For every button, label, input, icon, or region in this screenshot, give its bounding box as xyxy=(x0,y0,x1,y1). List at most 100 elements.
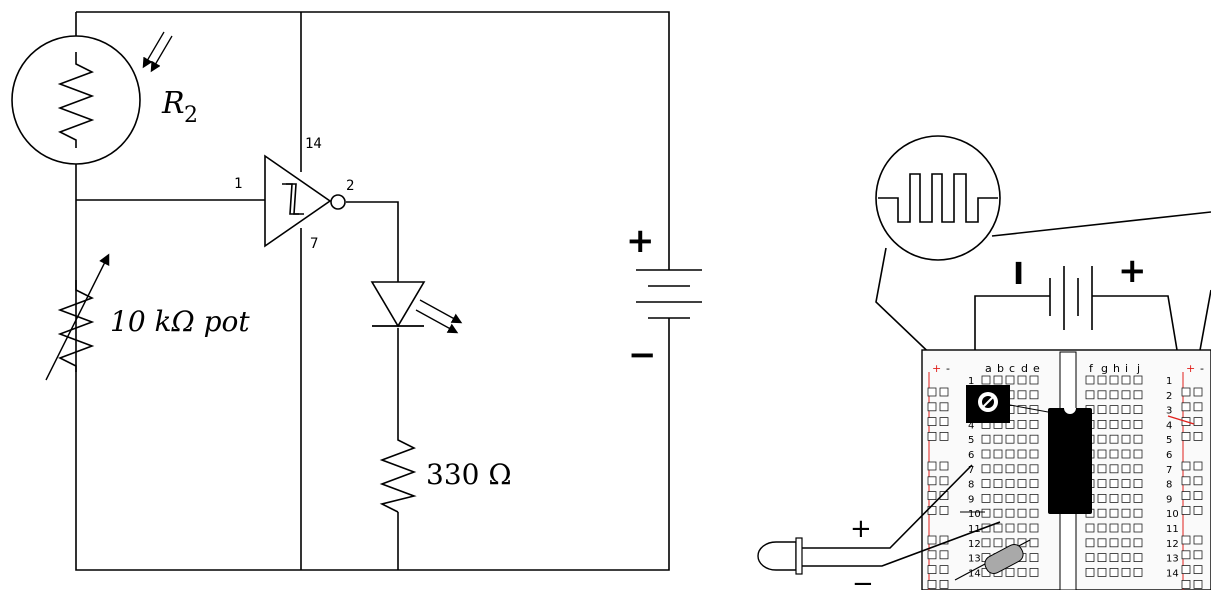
rail-hole xyxy=(1193,476,1203,486)
column-label: h xyxy=(1113,362,1120,375)
breadboard-hole xyxy=(1097,508,1107,518)
rail-hole xyxy=(1181,580,1191,589)
light-arrow-icon xyxy=(142,31,165,69)
breadboard-hole xyxy=(1109,405,1119,415)
breadboard-hole xyxy=(993,434,1003,444)
row-label: 14 xyxy=(968,568,981,579)
breadboard-hole xyxy=(1133,434,1143,444)
breadboard-hole xyxy=(1133,405,1143,415)
breadboard-hole xyxy=(1017,390,1027,400)
row-label: 11 xyxy=(968,524,981,535)
pin-7-label: 7 xyxy=(310,236,318,252)
row-label: 14 xyxy=(1166,568,1179,579)
rail-hole xyxy=(1193,431,1203,441)
breadboard-hole xyxy=(1029,464,1039,474)
rail-hole xyxy=(927,461,937,471)
rail-hole xyxy=(927,417,937,427)
breadboard-hole xyxy=(1109,375,1119,385)
rail-hole xyxy=(927,550,937,560)
pot-symbol xyxy=(45,253,110,381)
row-label: 13 xyxy=(1166,554,1179,565)
breadboard-hole xyxy=(1005,464,1015,474)
rail-hole xyxy=(939,461,949,471)
column-label: a xyxy=(985,362,992,375)
breadboard-hole xyxy=(1085,568,1095,577)
breadboard-hole xyxy=(1133,419,1143,429)
rail-hole xyxy=(939,550,949,560)
bb-led xyxy=(757,464,1001,575)
rail-hole xyxy=(1181,476,1191,486)
breadboard-hole xyxy=(1109,449,1119,459)
led-symbol xyxy=(370,281,463,334)
breadboard-hole xyxy=(1121,390,1131,400)
rail-hole xyxy=(1193,505,1203,515)
breadboard-hole xyxy=(1097,538,1107,548)
breadboard-hole xyxy=(981,538,991,548)
breadboard-hole xyxy=(1109,434,1119,444)
breadboard-hole xyxy=(1121,464,1131,474)
rail-hole xyxy=(939,491,949,501)
breadboard-hole xyxy=(993,464,1003,474)
battery-minus-label: − xyxy=(628,335,657,375)
rail-hole xyxy=(1193,387,1203,397)
row-label: 6 xyxy=(1166,450,1172,461)
row-label: 10 xyxy=(1166,509,1179,520)
row-label: 7 xyxy=(968,465,974,476)
breadboard-hole xyxy=(1109,538,1119,548)
top-wire xyxy=(76,11,670,270)
ic-chip xyxy=(1048,408,1092,514)
emission-arrow-icon xyxy=(415,309,459,334)
breadboard-hole xyxy=(1029,390,1039,400)
rail-hole xyxy=(939,387,949,397)
breadboard-hole xyxy=(1029,434,1039,444)
breadboard-hole xyxy=(1133,553,1143,562)
led-plus-label: + xyxy=(850,514,872,544)
breadboard-hole xyxy=(1085,553,1095,562)
rail-hole xyxy=(1193,417,1203,427)
breadboard-hole xyxy=(1109,553,1119,562)
breadboard-hole xyxy=(1121,523,1131,533)
breadboard-hole xyxy=(1097,419,1107,429)
outer-wire xyxy=(75,12,670,571)
pot-label: 10 kΩ pot xyxy=(110,305,250,338)
breadboard-hole xyxy=(981,434,991,444)
row-labels: 11223344556677889910101111121213131414 xyxy=(968,376,1179,579)
breadboard-hole xyxy=(1017,405,1027,415)
rail-hole xyxy=(1181,565,1191,574)
breadboard-hole xyxy=(1097,568,1107,577)
probe-wire-right xyxy=(991,211,1211,237)
breadboard-hole xyxy=(1133,493,1143,503)
breadboard-hole xyxy=(1005,375,1015,385)
breadboard-hole xyxy=(1097,375,1107,385)
row-label: 5 xyxy=(1166,435,1172,446)
breadboard-hole xyxy=(1097,523,1107,533)
breadboard-hole xyxy=(1085,375,1095,385)
row-label: 12 xyxy=(1166,539,1179,550)
breadboard-hole xyxy=(1017,434,1027,444)
breadboard-hole xyxy=(993,508,1003,518)
rail-plus-right: + xyxy=(1186,362,1195,375)
column-label: c xyxy=(1009,362,1015,375)
row-label: 5 xyxy=(968,435,974,446)
column-label: g xyxy=(1101,362,1108,375)
breadboard-hole xyxy=(1133,375,1143,385)
breadboard-hole xyxy=(1085,523,1095,533)
breadboard-hole xyxy=(1121,419,1131,429)
rail-hole xyxy=(1193,461,1203,471)
row-label: 8 xyxy=(1166,480,1172,491)
breadboard-hole xyxy=(1005,479,1015,489)
breadboard-hole xyxy=(1017,479,1027,489)
rail-hole xyxy=(927,387,937,397)
row-label: 9 xyxy=(968,494,974,505)
breadboard-hole xyxy=(1133,479,1143,489)
column-label: j xyxy=(1136,362,1140,375)
breadboard-hole xyxy=(981,493,991,503)
breadboard-hole xyxy=(1133,464,1143,474)
breadboard-hole xyxy=(1121,568,1131,577)
emission-arrow-icon xyxy=(419,299,463,324)
rail-hole xyxy=(939,580,949,589)
breadboard-hole xyxy=(1133,568,1143,577)
breadboard-hole xyxy=(1017,568,1027,577)
breadboard-hole xyxy=(1133,538,1143,548)
